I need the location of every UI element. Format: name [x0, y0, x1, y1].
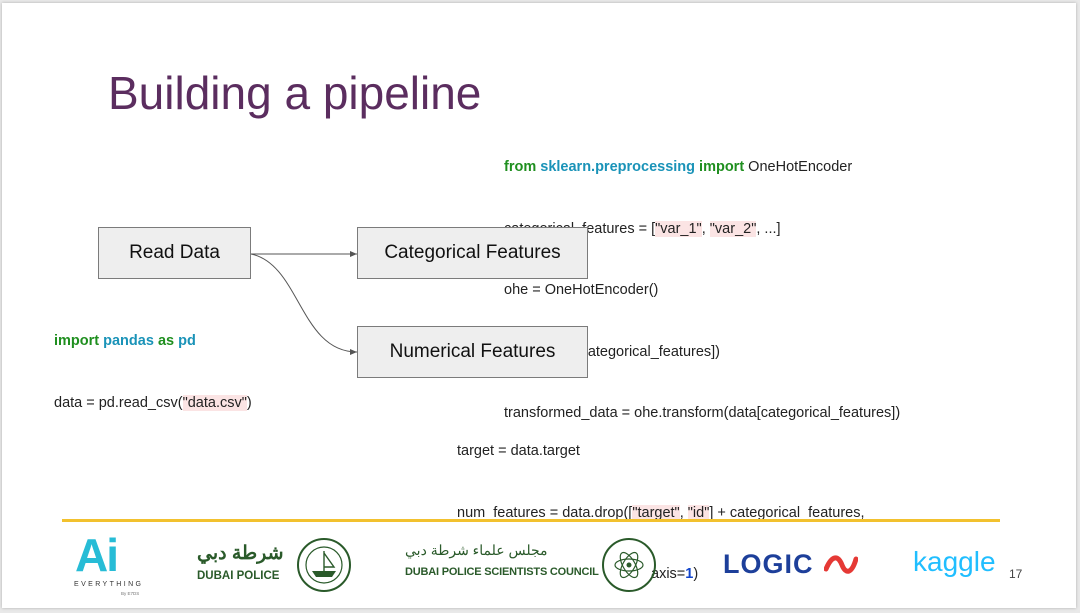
- dubai-police-arabic: شرطة دبي: [197, 543, 284, 564]
- code-block-numerical: target = data.target num_features = data…: [457, 400, 865, 605]
- scientists-council-english: DUBAI POLICE SCIENTISTS COUNCIL: [405, 566, 599, 578]
- numerical-features-box: Numerical Features: [357, 326, 588, 378]
- code-string: "target": [632, 504, 680, 521]
- ai-everything-byline: By E7DS: [121, 591, 140, 596]
- code-block-pandas: import pandas as pd data = pd.read_csv("…: [54, 290, 252, 434]
- code-number: 1: [685, 566, 694, 582]
- code-module: pandas: [103, 333, 154, 349]
- dubai-police-emblem-icon: [297, 538, 351, 592]
- code-module: sklearn.preprocessing: [540, 159, 696, 175]
- categorical-features-label: Categorical Features: [384, 242, 561, 263]
- code-string: "data.csv": [182, 394, 247, 411]
- ai-everything-subtitle: EVERYTHING: [74, 581, 144, 588]
- code-text: axis=: [651, 566, 686, 582]
- code-alias: pd: [178, 333, 196, 349]
- code-line: ohe = OneHotEncoder(): [504, 282, 659, 298]
- code-string: "id": [687, 504, 710, 521]
- code-string: "var_1": [655, 220, 702, 237]
- code-line: axis=1): [457, 564, 865, 585]
- code-text: OneHotEncoder: [744, 159, 853, 175]
- code-keyword: import: [699, 159, 745, 175]
- code-text: ,: [701, 220, 710, 237]
- code-line: num_features = data.drop(["target", "id"…: [457, 503, 865, 524]
- read-data-label: Read Data: [129, 242, 220, 263]
- code-keyword: from: [504, 159, 537, 175]
- code-keyword: as: [157, 333, 175, 349]
- code-text: ): [246, 394, 252, 411]
- logic-wave-icon: [824, 555, 858, 574]
- code-text: , ...]: [756, 220, 781, 237]
- code-line: data = pd.read_csv("data.csv"): [54, 393, 252, 414]
- scientists-council-arabic: مجلس علماء شرطة دبي: [405, 542, 548, 558]
- code-text: ,: [679, 504, 688, 521]
- read-data-box: Read Data: [98, 227, 251, 279]
- footer-divider: [62, 519, 1000, 522]
- numerical-features-label: Numerical Features: [389, 341, 556, 362]
- dubai-police-english: DUBAI POLICE: [197, 570, 280, 582]
- code-text: ] + categorical_features,: [709, 504, 865, 521]
- page-number: 17: [1009, 567, 1023, 581]
- scientists-council-emblem-icon: [602, 538, 656, 592]
- code-text: ): [693, 566, 699, 582]
- code-text: num_features = data.drop([: [457, 504, 633, 521]
- code-line: from sklearn.preprocessing import OneHot…: [504, 157, 900, 178]
- code-text: data = pd.read_csv(: [54, 394, 183, 411]
- code-line: transformed_data = ohe.transform(data[ca…: [504, 405, 901, 421]
- code-keyword: import: [54, 333, 100, 349]
- slide: [2, 3, 1076, 608]
- ai-everything-logo: Ai: [75, 529, 119, 581]
- kaggle-logo: kaggle: [913, 546, 996, 577]
- arrow-to-numerical: [250, 253, 358, 355]
- categorical-features-box: Categorical Features: [357, 227, 588, 279]
- code-line: import pandas as pd: [54, 331, 252, 352]
- slide-title: Building a pipeline: [108, 67, 482, 119]
- code-line: target = data.target: [457, 443, 580, 459]
- code-string: "var_2": [709, 220, 757, 237]
- logic-logo: LOGIC: [723, 549, 814, 579]
